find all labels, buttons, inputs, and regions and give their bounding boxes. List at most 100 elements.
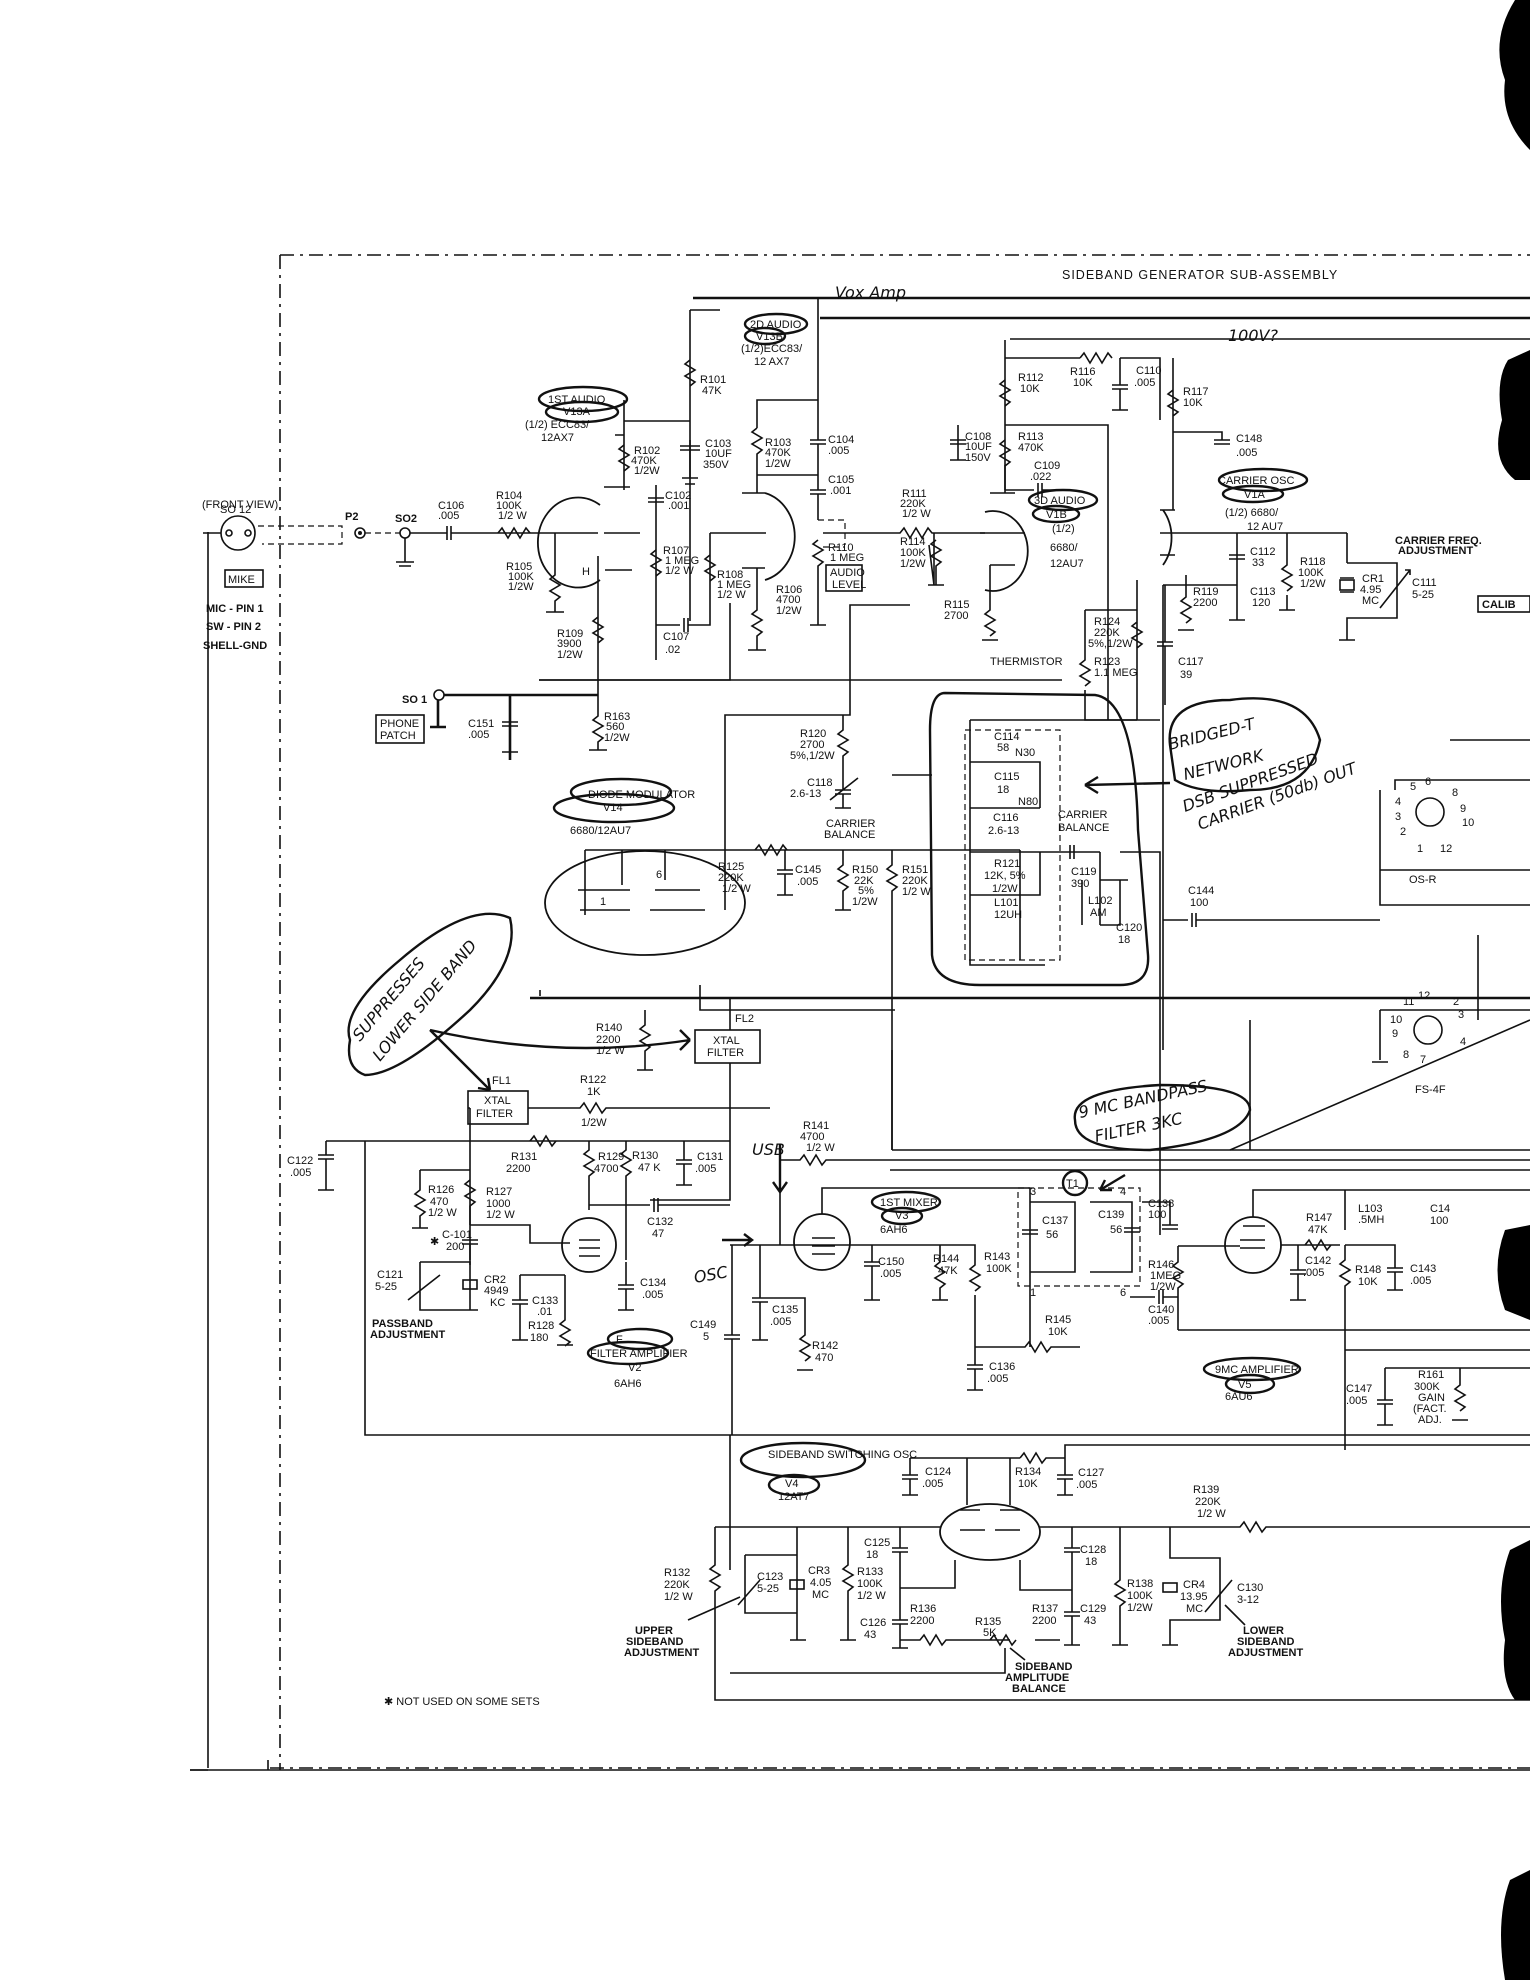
schematic-line: 12 bbox=[1440, 843, 1452, 855]
components-l101-1: 12UH bbox=[994, 909, 1022, 921]
components-r103-2: 1/2W bbox=[765, 458, 791, 470]
v14-ref: V14 bbox=[603, 802, 623, 814]
components-c102-1: .001 bbox=[668, 500, 689, 512]
components-c139-0: C139 bbox=[1098, 1209, 1124, 1221]
schematic-line bbox=[970, 761, 1041, 896]
components-r125-2: 1/2 W bbox=[722, 883, 751, 895]
schematic-line bbox=[683, 359, 697, 387]
labels-lower_sb_adj-2: ADJUSTMENT bbox=[1228, 1647, 1303, 1659]
components-r109-2: 1/2W bbox=[557, 649, 583, 661]
components-r126-0: R126 bbox=[428, 1184, 454, 1196]
schematic-line bbox=[468, 1101, 770, 1115]
components-r108-0: R108 bbox=[717, 569, 743, 581]
schematic-line bbox=[810, 298, 826, 520]
components-c143-0: C143 bbox=[1410, 1263, 1436, 1275]
components-r138-0: R138 bbox=[1127, 1578, 1153, 1590]
schematic-line bbox=[446, 526, 452, 540]
schematic-line: 4 bbox=[1460, 1036, 1466, 1048]
schematic-line bbox=[537, 385, 629, 413]
schematic-line bbox=[203, 532, 598, 567]
schematic-line: 1 bbox=[1030, 1287, 1036, 1299]
components-r122-0: R122 bbox=[580, 1074, 606, 1086]
annotation-bus-note: 100V? bbox=[1228, 326, 1278, 345]
components-c104-0: C104 bbox=[828, 434, 854, 446]
components-c105-1: .001 bbox=[830, 485, 851, 497]
components-c115-2: N80 bbox=[1018, 796, 1038, 808]
labels-upper_sb_adj-2: ADJUSTMENT bbox=[624, 1647, 699, 1659]
tube-v13b: 2D AUDIO V13B (1/2)ECC83/ 12 AX7 bbox=[710, 312, 809, 581]
components-c113-1: 120 bbox=[1252, 597, 1270, 609]
components-l101-0: L101 bbox=[994, 897, 1018, 909]
schematic-line bbox=[1499, 0, 1530, 150]
components-r142-1: 470 bbox=[815, 1352, 833, 1364]
components-c126-0: C126 bbox=[860, 1617, 886, 1629]
components-r140-0: R140 bbox=[596, 1022, 622, 1034]
components-r127-1: 1000 bbox=[486, 1198, 510, 1210]
components-r114-1: 100K bbox=[900, 547, 926, 559]
tubes-6-type-0: 6AH6 bbox=[880, 1224, 908, 1236]
components-c117-1: 39 bbox=[1180, 669, 1192, 681]
schematic-line: 3 bbox=[1395, 811, 1401, 823]
schematic-line: 9 bbox=[1392, 1028, 1398, 1040]
components-cr3-1: 4.05 bbox=[810, 1577, 831, 1589]
components-r111-0: R111 bbox=[902, 488, 927, 500]
schematic-line bbox=[980, 492, 1025, 566]
components-c131-1: .005 bbox=[695, 1163, 716, 1175]
schematic-line bbox=[512, 1274, 573, 1347]
schematic-line bbox=[1501, 1540, 1530, 1700]
components-r121-0: R121 bbox=[994, 858, 1020, 870]
schematic-line bbox=[358, 531, 362, 535]
schematic-line bbox=[1413, 1015, 1443, 1045]
schematic-line bbox=[407, 1261, 478, 1311]
annotation-osc: OSC bbox=[692, 1262, 730, 1287]
v3-ref: V3 bbox=[895, 1210, 908, 1222]
components-r122-2: 1/2W bbox=[581, 1117, 607, 1129]
so12-connector: SO 12 (FRONT VIEW) MIKE MIC - PIN 1 SW -… bbox=[202, 499, 278, 652]
so1-label: SO 1 bbox=[402, 694, 427, 706]
schematic-line bbox=[967, 1295, 1080, 1391]
components-r136-1: 2200 bbox=[910, 1615, 934, 1627]
schematic-line bbox=[1019, 1520, 1530, 1646]
components-r113-0: R113 bbox=[1018, 431, 1043, 443]
components-c140-1: .005 bbox=[1148, 1315, 1169, 1327]
components-c109-1: .022 bbox=[1030, 471, 1051, 483]
calibrate-box bbox=[1477, 595, 1530, 613]
components-c111-1: 5-25 bbox=[1412, 589, 1434, 601]
v4-ref: V4 bbox=[785, 1478, 798, 1490]
footnote: ✱ NOT USED ON SOME SETS bbox=[384, 1696, 540, 1708]
schematic-line bbox=[708, 1526, 1530, 1701]
schematic-line bbox=[649, 549, 663, 577]
schematic-line: 6 bbox=[656, 869, 662, 881]
carrier-balance-label-1: CARRIER bbox=[826, 818, 876, 830]
components-c127-0: C127 bbox=[1078, 1467, 1104, 1479]
schematic-line bbox=[1224, 1604, 1246, 1626]
components-r139-0: R139 bbox=[1193, 1484, 1219, 1496]
components-c116-1: 2.6-13 bbox=[988, 825, 1019, 837]
connectors-phone_patch-0: PHONE bbox=[380, 718, 419, 730]
schematic-line bbox=[1498, 350, 1530, 480]
schematic-line bbox=[244, 529, 252, 537]
schematic-line bbox=[497, 526, 531, 540]
components-r163-0: R163 bbox=[604, 711, 630, 723]
schematic-line: 12 bbox=[1418, 990, 1430, 1002]
components-r142-0: R142 bbox=[812, 1340, 838, 1352]
annotations-bridged_t-0: BRIDGED-T bbox=[1166, 714, 1258, 754]
so12-sub: (FRONT VIEW) bbox=[202, 499, 278, 511]
schematic-line bbox=[1157, 585, 1173, 705]
components-c118-0: C118 bbox=[807, 777, 832, 789]
components-r151-1: 220K bbox=[902, 875, 928, 887]
components-r124-0: R124 bbox=[1094, 616, 1120, 628]
schematic-line bbox=[722, 1233, 754, 1247]
schematic-line bbox=[739, 1441, 867, 1479]
schematic-line: 10 bbox=[1462, 817, 1474, 829]
components-r150-2: 5% bbox=[858, 885, 874, 897]
components-r150-3: 1/2W bbox=[852, 896, 878, 908]
components-r133-2: 1/2 W bbox=[857, 1590, 886, 1602]
schematic-line bbox=[429, 1028, 691, 1051]
components-r123-1: 1.1 MEG bbox=[1094, 667, 1137, 679]
components-c130-0: C130 bbox=[1237, 1582, 1263, 1594]
left-border-rail bbox=[190, 1760, 1530, 1771]
components-c109-0: C109 bbox=[1034, 460, 1060, 472]
components-r132-1: 220K bbox=[664, 1579, 690, 1591]
